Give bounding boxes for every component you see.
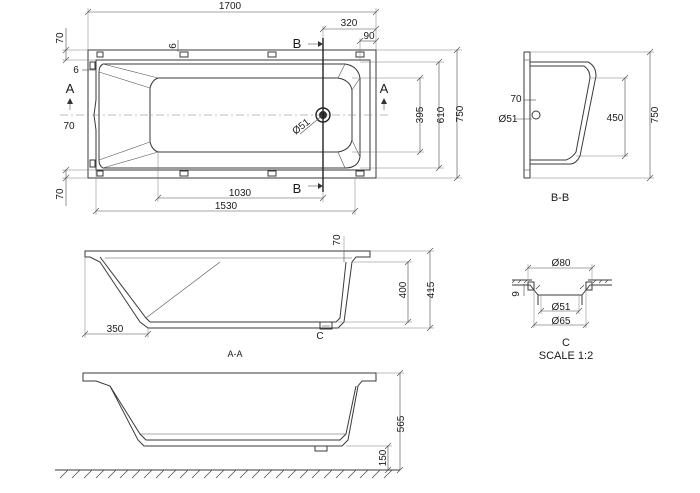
aa-section-label: A-A bbox=[227, 349, 242, 359]
elevation-view bbox=[55, 369, 404, 479]
section-b-bottom-label: B bbox=[293, 181, 302, 196]
c-outer-diameter: Ø80 bbox=[552, 258, 571, 269]
section-aa-view bbox=[81, 236, 434, 338]
dim-overall-width: 750 bbox=[455, 105, 466, 122]
detail-c-view bbox=[511, 264, 612, 329]
dim-rim-small-left: 6 bbox=[73, 65, 79, 76]
bb-drain-diameter: Ø51 bbox=[499, 114, 518, 125]
c-flange-diameter: Ø65 bbox=[552, 316, 571, 327]
dim-rim-top: 70 bbox=[55, 32, 66, 44]
aa-rim-height: 70 bbox=[332, 234, 343, 246]
dim-rim-left: 70 bbox=[63, 121, 75, 132]
aa-total-height: 415 bbox=[426, 281, 437, 298]
elev-leg-height: 150 bbox=[378, 449, 389, 466]
dim-drain-diameter: Ø51 bbox=[291, 117, 313, 138]
dim-rim-right: 90 bbox=[363, 31, 375, 42]
ground-hatching bbox=[59, 469, 393, 479]
dim-rim-bottom: 70 bbox=[55, 188, 66, 200]
c-detail-label: C bbox=[562, 337, 570, 349]
bb-width: 750 bbox=[650, 106, 661, 123]
bb-drain-height: 70 bbox=[510, 94, 522, 105]
c-drain-diameter: Ø51 bbox=[552, 302, 571, 313]
dim-rim-small-top: 6 bbox=[168, 43, 179, 49]
dim-drain-length: 1030 bbox=[229, 188, 252, 199]
aa-detail-marker: C bbox=[316, 331, 323, 342]
dim-inner-width: 610 bbox=[436, 106, 447, 123]
bb-section-label: B-B bbox=[551, 192, 569, 204]
aa-depth: 400 bbox=[398, 281, 409, 298]
plan-inner-rim bbox=[93, 59, 371, 171]
section-b-top-label: B bbox=[293, 36, 302, 51]
section-a-right-label: A bbox=[380, 81, 389, 96]
dim-drain-offset: 320 bbox=[341, 18, 358, 29]
section-bb-view bbox=[515, 48, 654, 182]
dim-bottom-width: 395 bbox=[415, 106, 426, 123]
section-a-left-label: A bbox=[66, 81, 75, 96]
plan-view bbox=[60, 8, 462, 215]
c-flange-height: 9 bbox=[511, 291, 522, 297]
elev-overall-height: 565 bbox=[396, 415, 407, 432]
dim-inner-length: 1530 bbox=[215, 201, 238, 212]
aa-slope-length: 350 bbox=[107, 324, 124, 335]
plan-outer-rim bbox=[87, 49, 377, 179]
c-scale-label: SCALE 1:2 bbox=[539, 350, 593, 362]
bb-bottom-width: 450 bbox=[607, 113, 624, 124]
dim-overall-length: 1700 bbox=[219, 1, 242, 12]
